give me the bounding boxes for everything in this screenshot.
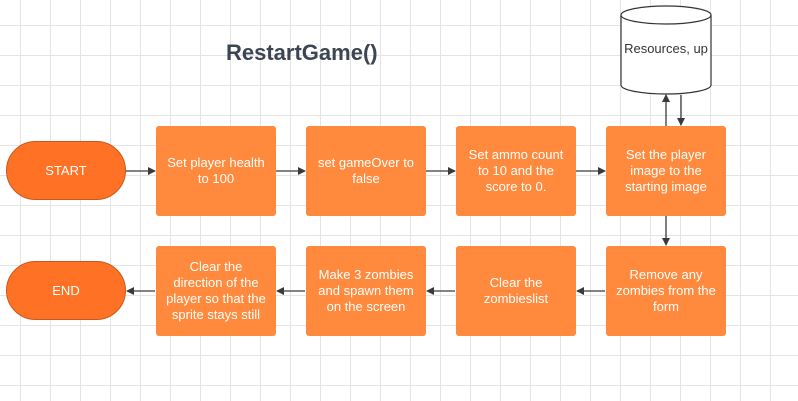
step-make-zombies[interactable]: Make 3 zombies and spawn them on the scr… bbox=[306, 246, 426, 336]
step-set-player-image[interactable]: Set the player image to the starting ima… bbox=[606, 126, 726, 216]
start-terminal[interactable]: START bbox=[6, 141, 126, 200]
database-label: Resources, up bbox=[624, 41, 708, 56]
step-set-player-health[interactable]: Set player health to 100 bbox=[156, 126, 276, 216]
step-clear-direction[interactable]: Clear the direction of the player so tha… bbox=[156, 246, 276, 336]
end-terminal[interactable]: END bbox=[6, 261, 126, 320]
page-title: RestartGame() bbox=[226, 40, 378, 65]
step-set-ammo-score[interactable]: Set ammo count to 10 and the score to 0. bbox=[456, 126, 576, 216]
step-clear-zombieslist[interactable]: Clear the zombieslist bbox=[456, 246, 576, 336]
step-remove-zombies[interactable]: Remove any zombies from the form bbox=[606, 246, 726, 336]
step-set-gameover[interactable]: set gameOver to false bbox=[306, 126, 426, 216]
